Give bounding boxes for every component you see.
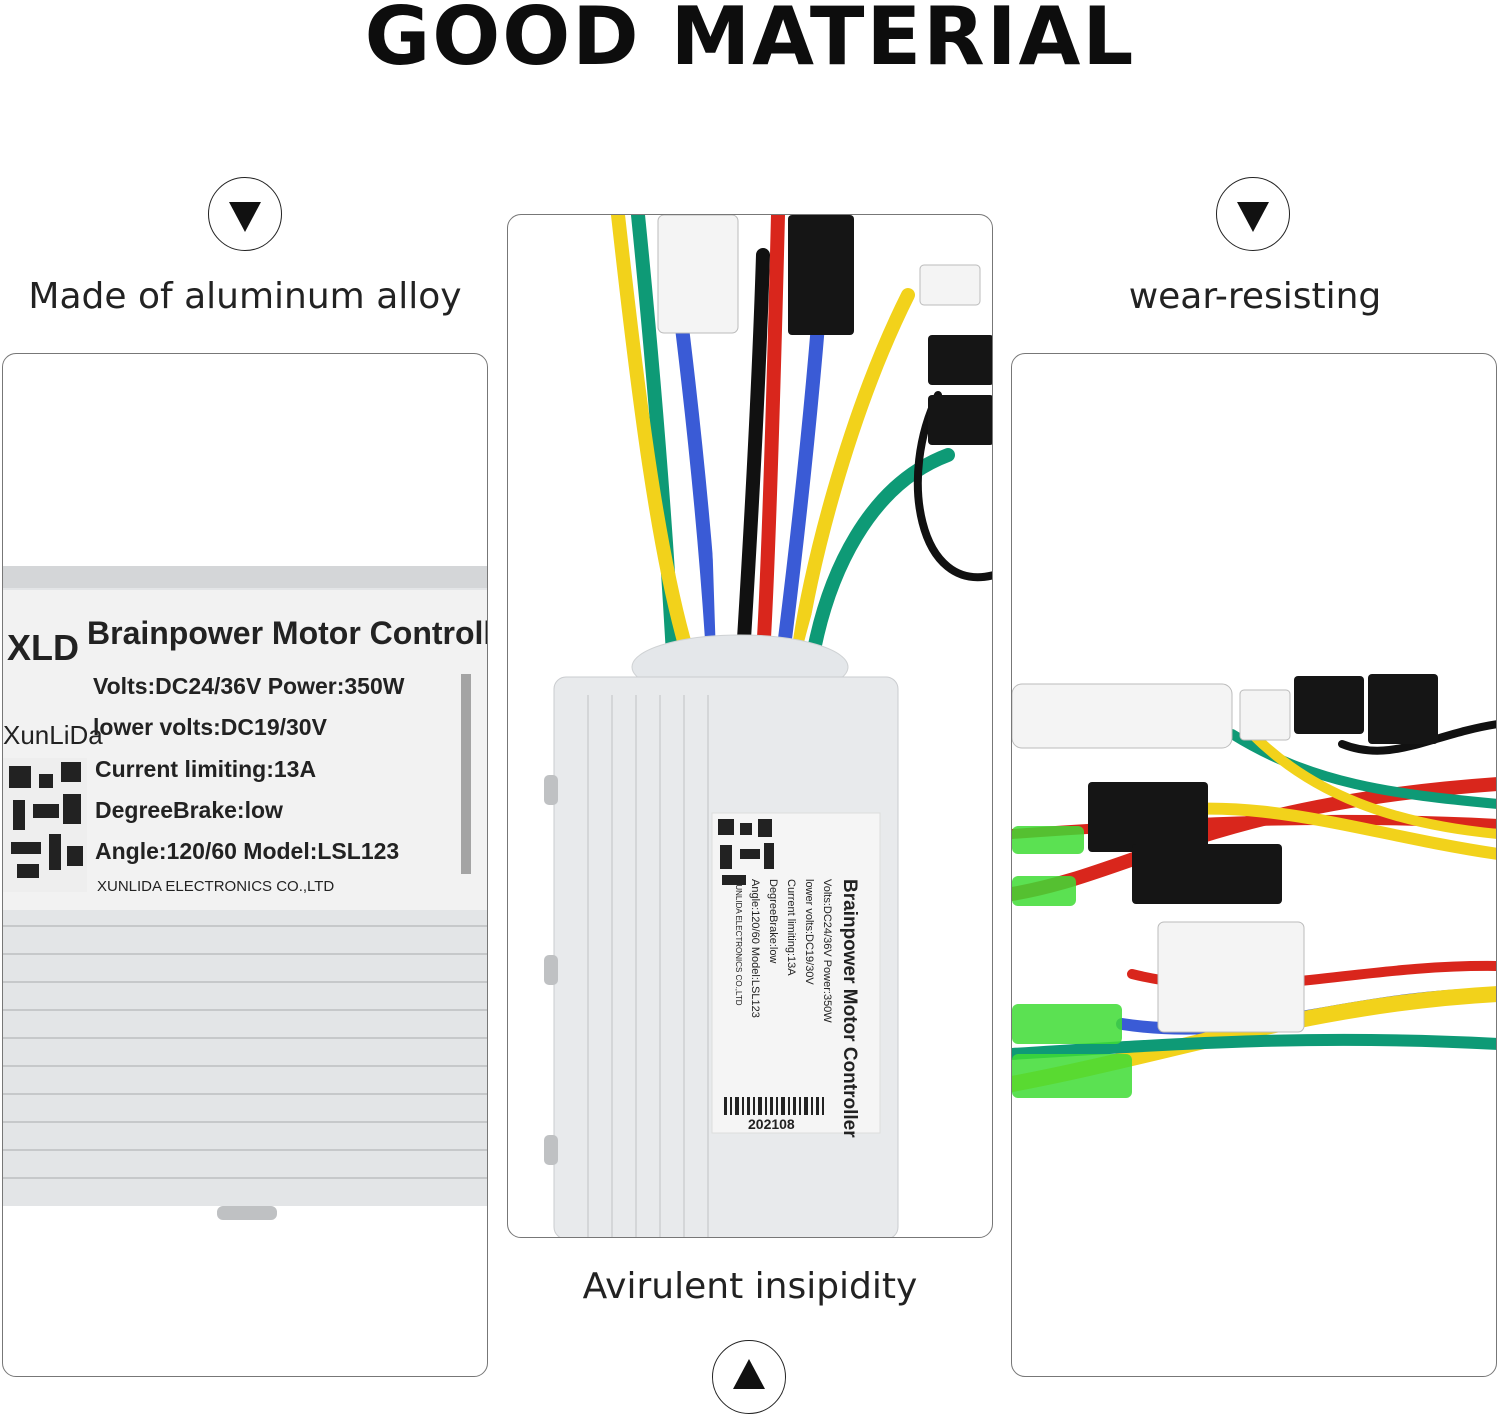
mid-label-title: Brainpower Motor Controller [839, 879, 860, 1138]
label-line-5: Angle:120/60 Model:LSL123 [95, 838, 399, 864]
page-headline: GOOD MATERIAL [364, 0, 1136, 83]
photo-label-closeup: XLD XunLiDa Brainpower Motor Controller … [2, 353, 488, 1377]
arrow-down-icon [1216, 177, 1290, 251]
barcode-number: 202108 [748, 1116, 795, 1132]
mid-label-line-1: Volts:DC24/36V Power:350W [821, 879, 833, 1023]
controller-closeup-image: XLD XunLiDa Brainpower Motor Controller … [3, 566, 488, 1220]
label-company: XUNLIDA ELECTRONICS CO.,LTD [97, 878, 334, 895]
wires-connectors-image [1012, 674, 1496, 1098]
arrow-down-icon [208, 177, 282, 251]
label-line-2: lower volts:DC19/30V [93, 714, 328, 740]
photo-wires [1011, 353, 1497, 1377]
label-line-3: Current limiting:13A [95, 756, 316, 782]
feature-caption-right: wear-resisting [1128, 276, 1382, 317]
mid-label-company: XUNLIDA ELECTRONICS CO.,LTD [734, 879, 743, 1006]
label-line-1: Volts:DC24/36V Power:350W [93, 673, 405, 699]
mid-label-line-4: DegreeBrake:low [767, 879, 779, 963]
mid-label-line-3: Current limiting:13A [785, 879, 797, 976]
label-brand: XunLiDa [3, 720, 103, 750]
label-line-4: DegreeBrake:low [95, 797, 283, 823]
mid-label-line-5: Angle:120/60 Model:LSL123 [749, 879, 761, 1018]
feature-caption-left: Made of aluminum alloy [28, 276, 462, 317]
feature-caption-middle: Avirulent insipidity [582, 1266, 918, 1307]
barcode [724, 1097, 824, 1115]
controller-image: Brainpower Motor Controller Volts:DC24/3… [544, 215, 992, 1237]
label-logo: XLD [7, 627, 79, 668]
mid-label-line-2: lower volts:DC19/30V [803, 879, 815, 985]
photo-controller: Brainpower Motor Controller Volts:DC24/3… [507, 214, 993, 1238]
label-title: Brainpower Motor Controller [87, 615, 488, 651]
arrow-up-icon [712, 1340, 786, 1414]
